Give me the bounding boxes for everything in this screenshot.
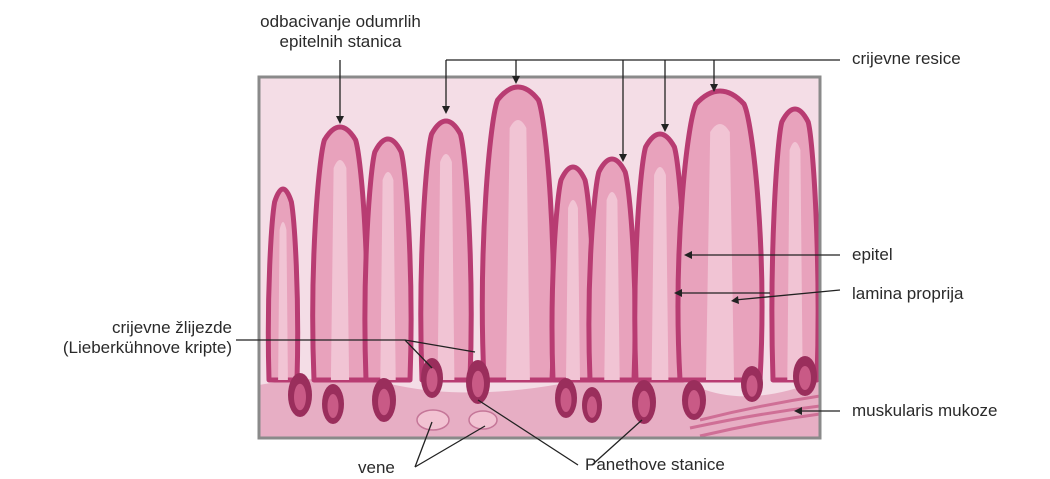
villus-core [506, 120, 530, 380]
label-glands-line1: crijevne žlijezde [0, 318, 232, 338]
villus-core [331, 160, 349, 380]
crypt-lumen [294, 384, 306, 410]
crypt-lumen [638, 391, 650, 417]
villus-core [380, 172, 395, 380]
crypt-lumen [427, 368, 438, 392]
label-veins: vene [358, 458, 395, 478]
villus-core [278, 222, 288, 380]
crypt-lumen [799, 366, 811, 390]
label-muscularis: muskularis mukoze [852, 401, 998, 421]
crypt-lumen [587, 396, 597, 418]
histology-micrograph [259, 77, 820, 438]
villus-core [604, 192, 619, 380]
label-epithelium: epitel [852, 245, 893, 265]
intestinal-villi [268, 87, 818, 380]
crypt-lumen [328, 394, 339, 418]
label-paneth: Panethove stanice [585, 455, 725, 475]
label-shedding: odbacivanje odumrlih epitelnih stanica [238, 12, 443, 52]
villus-core [706, 124, 734, 380]
crypt-lumen [378, 389, 390, 415]
crypt-lumen [561, 388, 572, 412]
label-shedding-line1: odbacivanje odumrlih [238, 12, 443, 32]
villus-core [787, 142, 802, 380]
label-shedding-line2: epitelnih stanica [238, 32, 443, 52]
label-glands-line2: (Lieberkühnove kripte) [0, 338, 232, 358]
villus-core [566, 200, 580, 380]
crypt-lumen [472, 371, 484, 397]
label-glands: crijevne žlijezde (Lieberkühnove kripte) [0, 318, 232, 358]
villus-core [652, 167, 669, 380]
crypt-lumen [688, 390, 700, 414]
crypt-lumen [747, 375, 758, 397]
label-lamina-propria: lamina proprija [852, 284, 964, 304]
label-villi: crijevne resice [852, 49, 961, 69]
